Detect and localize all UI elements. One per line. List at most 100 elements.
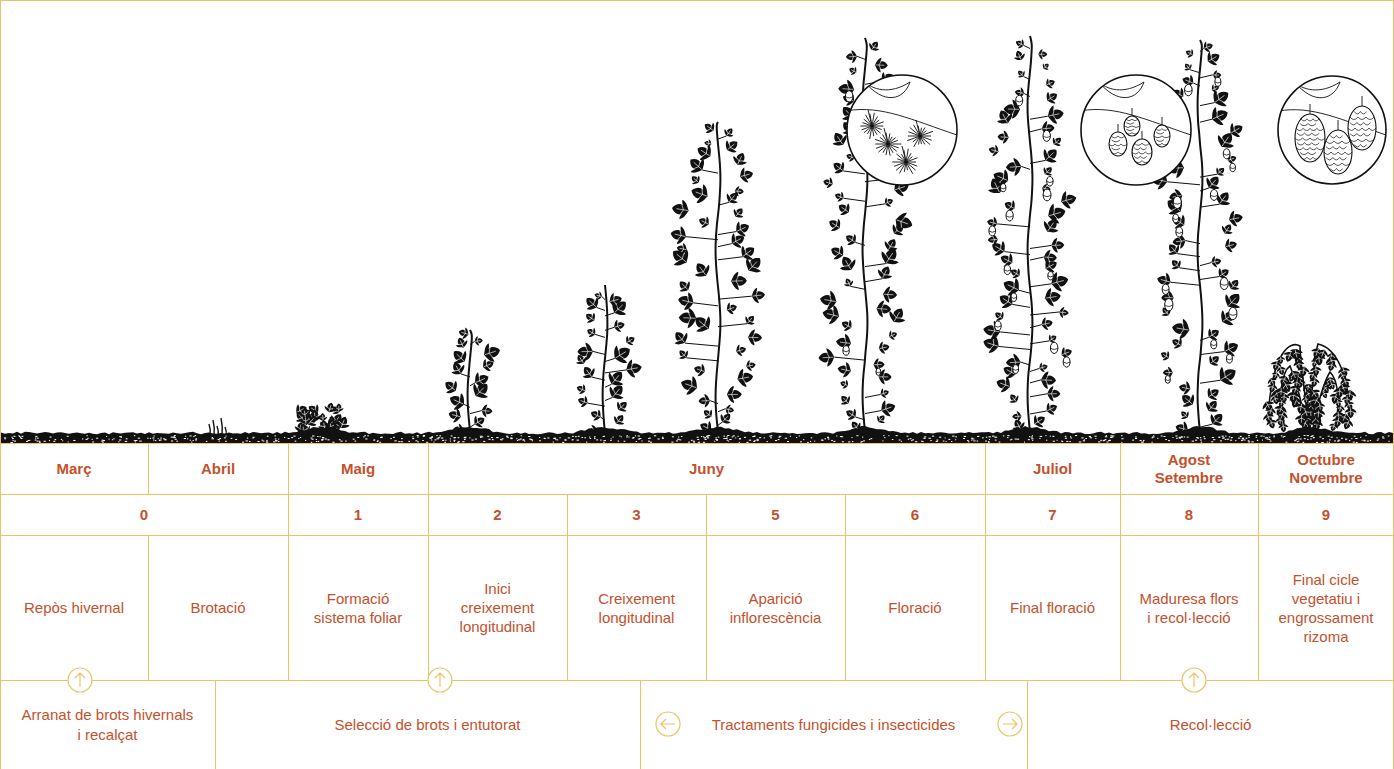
cone-bract xyxy=(1111,136,1118,138)
leaf-vein xyxy=(1313,367,1320,374)
arrow-circle xyxy=(428,668,452,692)
cone-bract xyxy=(1331,152,1338,154)
soil-speck xyxy=(1231,437,1232,438)
soil-speck xyxy=(1388,436,1390,437)
leaf-vein xyxy=(839,204,850,215)
soil-speck xyxy=(469,437,470,438)
soil-speck xyxy=(594,438,595,439)
hop-cone xyxy=(1016,95,1023,106)
cone-bract xyxy=(1324,152,1331,154)
soil-speck xyxy=(1338,440,1340,441)
hop-leaf xyxy=(1206,352,1223,369)
soil-speck xyxy=(357,437,359,438)
soil-speck xyxy=(1184,436,1186,437)
hop-leaf xyxy=(457,326,470,340)
soil-speck xyxy=(1181,437,1182,438)
soil-speck xyxy=(394,440,396,441)
hop-leaf xyxy=(1281,350,1296,364)
soil-speck xyxy=(1363,440,1365,441)
soil-speck xyxy=(1046,440,1047,441)
hop-shoot xyxy=(1200,49,1204,52)
leaf-vein xyxy=(674,229,687,241)
soil-speck xyxy=(426,442,428,443)
cone-bract xyxy=(1330,136,1336,138)
cone-bract xyxy=(1313,157,1319,159)
leaf-vein xyxy=(1172,260,1182,270)
hop-shoot xyxy=(1030,160,1045,163)
soil-speck xyxy=(654,435,656,436)
grid-line xyxy=(1120,443,1121,494)
hop-leaf xyxy=(722,136,742,156)
soil-speck xyxy=(322,437,324,438)
hop-shoot xyxy=(718,324,747,327)
soil-speck xyxy=(1094,436,1096,437)
hop-leaf xyxy=(1014,37,1026,50)
cell-text: Juny xyxy=(689,460,724,478)
hop-leaf xyxy=(737,241,759,263)
arrow-circle xyxy=(656,712,680,736)
cone-bract xyxy=(1362,128,1369,130)
cone-bract xyxy=(1369,128,1376,130)
leaf-vein xyxy=(1268,377,1275,385)
hop-cone xyxy=(1162,284,1169,294)
soil-speck xyxy=(799,435,800,436)
leaf-vein xyxy=(745,316,754,325)
leaf-vein xyxy=(1048,335,1056,343)
soil-speck xyxy=(554,438,556,439)
leaf-vein xyxy=(1042,64,1048,70)
inset-ground xyxy=(1278,76,1386,184)
leaf-vein xyxy=(679,245,687,253)
soil-speck xyxy=(1161,435,1163,436)
soil-speck xyxy=(1297,441,1298,442)
soil-speck xyxy=(108,439,109,440)
soil-speck xyxy=(408,441,410,442)
hop-shoot xyxy=(1167,182,1200,185)
soil-speck xyxy=(445,440,446,441)
soil-speck xyxy=(626,436,628,437)
soil-speck xyxy=(22,436,24,437)
task-label: Arranat de brots hivernals i recalçat xyxy=(0,680,215,769)
hop-leaf xyxy=(883,286,898,303)
leaf-vein xyxy=(1285,351,1294,360)
leaf-vein xyxy=(895,215,910,230)
soil-speck xyxy=(1337,441,1339,442)
soil-speck xyxy=(869,439,870,440)
soil-speck xyxy=(35,438,36,439)
soil-speck xyxy=(364,435,366,436)
sketch-line xyxy=(1338,120,1339,130)
hop-leaf xyxy=(692,362,707,378)
soil-speck xyxy=(723,438,725,439)
leaf-vein xyxy=(1229,124,1241,136)
hop-leaf xyxy=(625,358,644,379)
soil-speck xyxy=(1356,442,1358,443)
leaf-vein xyxy=(586,298,599,311)
soil-speck xyxy=(1328,436,1330,437)
soil-speck xyxy=(300,437,301,438)
cone-bract xyxy=(1334,163,1342,165)
soil-speck xyxy=(518,439,520,440)
hop-leaf xyxy=(472,369,492,390)
soil-speck xyxy=(562,442,564,443)
hop-cone xyxy=(1220,277,1228,289)
leaf-vein xyxy=(336,406,342,412)
hop-cone xyxy=(845,91,853,102)
leaf-vein xyxy=(301,410,308,417)
circled-arrow xyxy=(998,712,1022,736)
hop-leaf xyxy=(1012,411,1022,422)
hop-leaf xyxy=(1202,40,1215,54)
soil-speck xyxy=(1098,441,1100,442)
cone-bract xyxy=(1047,181,1053,182)
soil-speck xyxy=(189,435,191,436)
soil-speck xyxy=(87,438,88,439)
cone-bract xyxy=(1006,216,1013,218)
cone-bract xyxy=(1135,161,1143,163)
hop-shoot xyxy=(850,286,865,289)
hop-leaf xyxy=(835,200,853,218)
detail-inset xyxy=(1081,75,1191,185)
soil-speck xyxy=(1241,440,1242,441)
hop-shoot xyxy=(1030,380,1041,383)
leaf-vein xyxy=(1017,40,1025,48)
leaf-vein xyxy=(683,312,696,324)
cone-bract xyxy=(1308,124,1316,126)
cone-bract xyxy=(1312,143,1319,145)
